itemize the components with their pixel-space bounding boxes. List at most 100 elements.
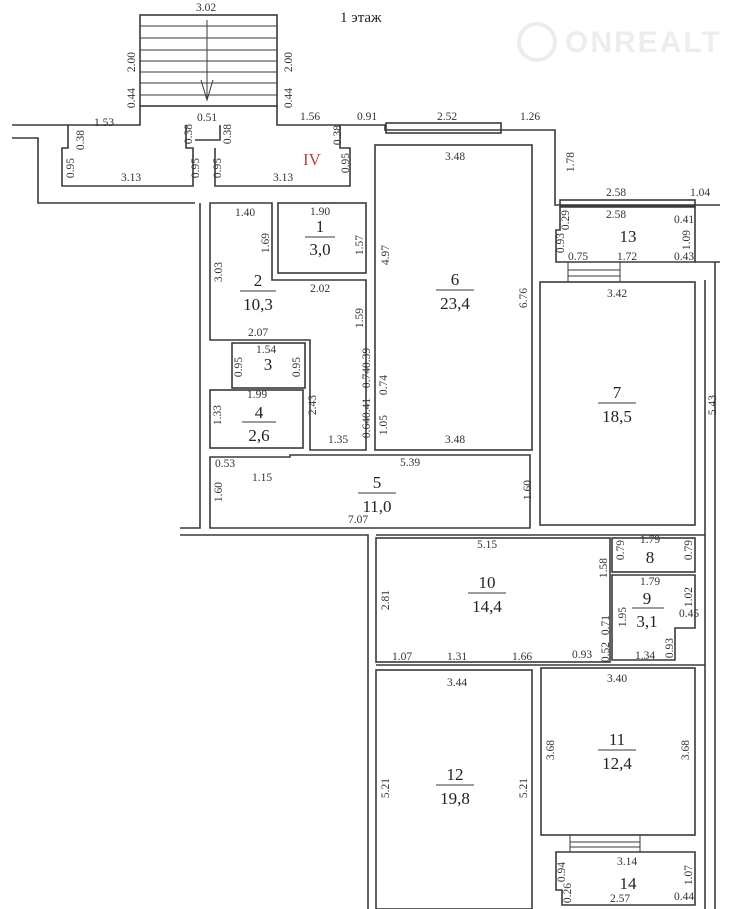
dimension-label: 1.15: [252, 472, 272, 484]
room-3[interactable]: [231, 342, 306, 389]
dimension-label: 0.95: [212, 158, 224, 178]
dimension-label: 0.75: [568, 251, 588, 263]
room-number: 9: [643, 589, 652, 608]
dimension-label: 0.91: [357, 111, 377, 123]
room-number: 1: [316, 217, 325, 236]
dimension-label: 3.68: [545, 740, 557, 760]
dimension-label: 1.57: [354, 235, 366, 255]
dimension-label: 0.26: [562, 883, 574, 903]
dimension-label: 0.93: [572, 649, 592, 661]
dimension-label: 2.07: [248, 327, 268, 339]
room-area: 18,5: [602, 407, 632, 426]
dimension-label: 1.99: [247, 389, 267, 401]
dimension-label: 2.58: [606, 209, 626, 221]
dimension-label: 0.41: [674, 214, 694, 226]
dimension-label: 3.02: [196, 2, 216, 14]
dimension-label: 0.44: [674, 891, 694, 903]
dimension-label: 1.60: [213, 482, 225, 502]
room-number: 11: [609, 730, 625, 749]
room-1[interactable]: [277, 202, 367, 274]
room-label-13: 13: [620, 227, 637, 246]
dimension-label: 0.74: [378, 375, 390, 395]
dimension-label: 1.59: [354, 308, 366, 328]
room-label-11: 11 12,4: [598, 730, 636, 773]
dimension-label: 1.72: [617, 251, 637, 263]
dimension-label: 1.31: [447, 651, 467, 663]
dimension-label: 2.81: [380, 590, 392, 610]
room-6[interactable]: [374, 144, 533, 451]
dimension-label: 2.57: [610, 893, 630, 905]
dimension-label: 2.00: [283, 52, 295, 72]
room-area: 14,4: [472, 597, 502, 616]
dimension-label: 5.21: [518, 778, 530, 798]
room-number: 13: [620, 227, 637, 246]
room-label-6: 623,4: [436, 270, 474, 313]
room-number: 2: [254, 271, 263, 290]
room-8[interactable]: [611, 537, 696, 573]
dimension-label: 1.02: [683, 587, 695, 607]
section-label: IV: [303, 150, 322, 169]
dimension-label: 0.79: [615, 540, 627, 560]
dimension-label: 2.02: [310, 283, 330, 295]
room-4[interactable]: [209, 389, 304, 449]
dimension-label: 0.95: [233, 357, 245, 377]
room-area: 3,1: [636, 612, 657, 631]
room-14[interactable]: [555, 851, 696, 906]
dimension-label: 1.33: [212, 405, 224, 425]
room-label-3: 3: [264, 355, 273, 374]
dimension-label: 1.60: [522, 480, 534, 500]
room-2[interactable]: [209, 202, 367, 451]
room-label-2: 210,3: [240, 271, 276, 314]
dimension-label: 0.43: [674, 251, 694, 263]
dimension-label: 3.03: [213, 262, 225, 282]
room-area: 12,4: [602, 754, 632, 773]
dimension-label: 0.51: [197, 112, 217, 124]
dimension-label: 3.48: [445, 434, 465, 446]
dimension-labels: 3.02 2.00 2.00 0.44 0.44 0.51 0.38 0.38 …: [65, 2, 719, 905]
dimension-label: 3.13: [121, 172, 141, 184]
dimension-label: 4.97: [380, 245, 392, 265]
room-10[interactable]: [375, 537, 611, 663]
dimension-label: 0.53: [215, 458, 235, 470]
dimension-label: 0.38: [222, 124, 234, 144]
dimension-label: 1.34: [635, 650, 655, 662]
room-12[interactable]: [375, 669, 533, 909]
dimension-label: 1.26: [520, 111, 540, 123]
room-number: 3: [264, 355, 273, 374]
room-label-9: 93,1: [632, 589, 664, 631]
dimension-label: 0.95: [190, 158, 202, 178]
dimension-label: 1.56: [300, 111, 320, 123]
dimension-label: 1.05: [378, 415, 390, 435]
stairs: [139, 14, 278, 107]
dimension-label: 0.38: [183, 124, 195, 144]
dimension-label: 6.76: [518, 288, 530, 308]
dimension-label: 0.740.39: [361, 348, 373, 389]
room-number: 5: [373, 473, 382, 492]
room-label-14: 14: [620, 874, 638, 893]
dimension-label: 1.90: [310, 206, 330, 218]
dimension-label: 0.79: [683, 540, 695, 560]
room-number: 14: [620, 874, 638, 893]
room-11[interactable]: [540, 667, 696, 836]
dimension-label: 5.21: [380, 778, 392, 798]
dimension-label: 0.44: [283, 88, 295, 108]
room-number: 6: [451, 270, 460, 289]
dimension-label: 7.07: [348, 514, 368, 526]
room-5[interactable]: [209, 454, 531, 529]
dimension-label: 3.48: [445, 151, 465, 163]
dimension-label: 2.43: [307, 395, 319, 415]
dimension-label: 1.95: [617, 607, 629, 627]
room-9[interactable]: [611, 574, 696, 661]
room-7[interactable]: [539, 281, 696, 526]
dimension-label: 1.66: [512, 651, 532, 663]
watermark-logo: ONREALT: [565, 26, 722, 59]
dimension-label: 1.04: [690, 187, 710, 199]
dimension-label: 2.52: [437, 111, 457, 123]
dimension-label: 0.71: [600, 615, 612, 635]
room-13[interactable]: [555, 206, 696, 263]
dimension-label: 0.95: [291, 357, 303, 377]
room-area: 3,0: [309, 240, 330, 259]
dimension-label: 0.44: [126, 88, 138, 108]
dimension-label: 0.38: [332, 125, 344, 145]
